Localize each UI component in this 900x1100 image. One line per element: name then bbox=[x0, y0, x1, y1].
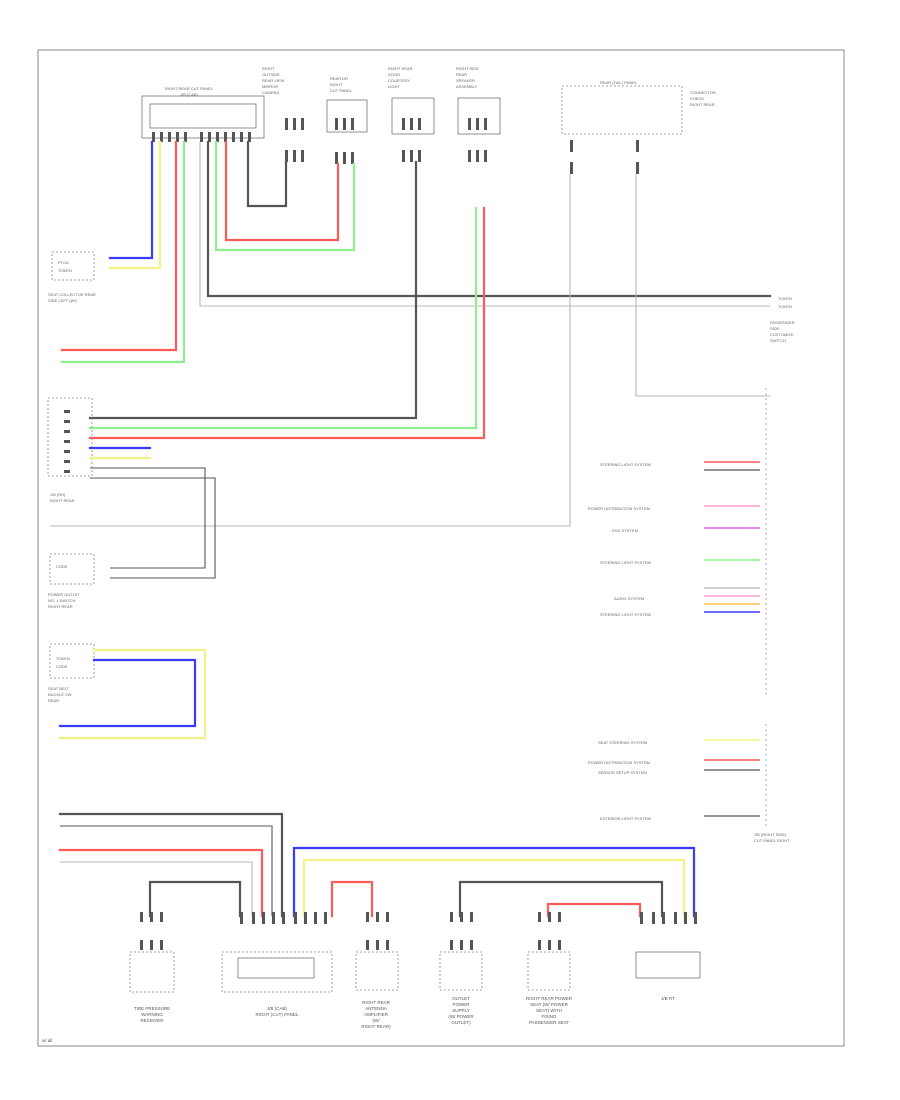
svg-text:POWER DISTRIBUTION SYSTEM: POWER DISTRIBUTION SYSTEM bbox=[588, 760, 650, 765]
jb-rt-label: J/B RT bbox=[661, 996, 675, 1001]
svg-text:J/B (CAB): J/B (CAB) bbox=[180, 92, 198, 97]
svg-text:SEAT STEERING SYSTEM: SEAT STEERING SYSTEM bbox=[598, 740, 647, 745]
power-seat-connector: RIGHT REAR POWER SEAT (W/ POWER SEAT) WI… bbox=[526, 902, 642, 1025]
left-connector-4: TOKEN CODE SEAT BELT BUCKLE SW REAR bbox=[48, 643, 95, 703]
left-connector-3: CODE POWER OUTLET NO. 1 SWITCH RIGHT REA… bbox=[48, 553, 95, 609]
jb-label-1: J/B (CAB) bbox=[267, 1006, 288, 1011]
jb-rt-connector: J/B RT bbox=[635, 912, 701, 1001]
right-rear-antenna-connector: RIGHT REAR ANTENNA AMPLIFIER (W/ RIGHT R… bbox=[330, 880, 399, 1029]
svg-text:CUT PANEL: CUT PANEL bbox=[330, 88, 353, 93]
seat-label-2: SEAT (W/ POWER bbox=[530, 1002, 569, 1007]
svg-text:STEERING LIGHT SYSTEM: STEERING LIGHT SYSTEM bbox=[600, 462, 651, 467]
svg-text:CONNECTOR: CONNECTOR bbox=[690, 90, 716, 95]
svg-text:AUDIO SYSTEM: AUDIO SYSTEM bbox=[614, 596, 644, 601]
antenna-label-5: RIGHT REAR) bbox=[361, 1024, 391, 1029]
outlet-label-5: OUTLET) bbox=[451, 1020, 471, 1025]
top-right-module: REAR (TAIL) PANEL CONNECTOR CHECK RIGHT … bbox=[561, 80, 716, 174]
svg-text:J/B (RH): J/B (RH) bbox=[50, 492, 66, 497]
svg-text:POWER OUTLET: POWER OUTLET bbox=[48, 592, 81, 597]
outlet-label-2: POWER bbox=[452, 1002, 470, 1007]
svg-text:POWER DISTRIBUTION SYSTEM: POWER DISTRIBUTION SYSTEM bbox=[588, 506, 650, 511]
seat-label-3: SEAT) WITH bbox=[536, 1008, 562, 1013]
svg-text:LIGHT: LIGHT bbox=[388, 84, 400, 89]
svg-text:EXTERIOR LIGHT SYSTEM: EXTERIOR LIGHT SYSTEM bbox=[600, 816, 651, 821]
svg-text:SWITCH: SWITCH bbox=[770, 338, 786, 343]
svg-text:CODE: CODE bbox=[56, 664, 68, 669]
svg-text:SIDE: SIDE bbox=[770, 326, 780, 331]
jb-label-2: RIGHT (CUT) PANEL bbox=[255, 1012, 299, 1017]
svg-text:CAMERA: CAMERA bbox=[262, 90, 279, 95]
antenna-label-2: ANTENNA bbox=[365, 1006, 387, 1011]
footer-label: w/ all bbox=[42, 1038, 52, 1043]
svg-text:RIGHT REAR: RIGHT REAR bbox=[50, 498, 75, 503]
svg-text:CODE: CODE bbox=[56, 564, 68, 569]
svg-text:REAR DR: REAR DR bbox=[330, 76, 348, 81]
top-connector-3: REAR DR RIGHT CUT PANEL bbox=[326, 76, 368, 164]
svg-text:CHECK: CHECK bbox=[690, 96, 704, 101]
right-column-connector: J/B (RIGHT SIDE) CUT PANEL RIGHT bbox=[754, 388, 790, 843]
svg-text:TOKEN: TOKEN bbox=[58, 268, 72, 273]
svg-text:REAR: REAR bbox=[48, 698, 59, 703]
svg-text:ASSEMBLY: ASSEMBLY bbox=[456, 84, 478, 89]
jb-bottom-connector: J/B (CAB) RIGHT (CUT) PANEL bbox=[221, 912, 333, 1017]
svg-text:RIGHT REAR: RIGHT REAR bbox=[388, 66, 413, 71]
seat-label-1: RIGHT REAR POWER bbox=[526, 996, 573, 1001]
svg-text:RIGHT REAR: RIGHT REAR bbox=[48, 604, 73, 609]
svg-text:RIGHT REAR CUT PANEL: RIGHT REAR CUT PANEL bbox=[165, 86, 214, 91]
svg-text:J/B (RIGHT SIDE): J/B (RIGHT SIDE) bbox=[754, 832, 787, 837]
antenna-label-4: (W/ bbox=[373, 1018, 381, 1023]
antenna-label-1: RIGHT REAR bbox=[362, 1000, 390, 1005]
seat-label-4: FIXING bbox=[541, 1014, 557, 1019]
outlet-label-1: OUTLET bbox=[452, 996, 470, 1001]
svg-text:TOKEN: TOKEN bbox=[56, 656, 70, 661]
outlet-label-3: SUPPLY bbox=[452, 1008, 469, 1013]
svg-text:SPEAKER: SPEAKER bbox=[456, 78, 475, 83]
tire-pressure-connector: TIRE PRESSURE WARNING RECEIVER bbox=[129, 880, 242, 1023]
svg-text:TOKEN: TOKEN bbox=[778, 304, 792, 309]
svg-text:DVD SYSTEM: DVD SYSTEM bbox=[612, 528, 638, 533]
svg-text:NO. 1 SWITCH: NO. 1 SWITCH bbox=[48, 598, 75, 603]
top-connector-4: RIGHT REAR DOOR COURTESY LIGHT bbox=[388, 66, 435, 162]
right-signals: STEERING LIGHT SYSTEM POWER DISTRIBUTION… bbox=[588, 461, 760, 821]
svg-text:RIGHT SIDE: RIGHT SIDE bbox=[456, 66, 479, 71]
svg-text:SEAT COLLECTOR REAR: SEAT COLLECTOR REAR bbox=[48, 292, 96, 297]
outlet-connector: OUTLET POWER SUPPLY (W/ POWER OUTLET) bbox=[439, 880, 664, 1025]
svg-text:PTOA: PTOA bbox=[58, 260, 69, 265]
svg-text:STEERING LIGHT SYSTEM: STEERING LIGHT SYSTEM bbox=[600, 612, 651, 617]
svg-text:REAR (TAIL) PANEL: REAR (TAIL) PANEL bbox=[600, 80, 638, 85]
antenna-label-3: AMPLIFIER bbox=[364, 1012, 389, 1017]
svg-text:COURTESY: COURTESY bbox=[388, 78, 410, 83]
svg-text:PASSENGER: PASSENGER bbox=[770, 320, 795, 325]
svg-text:REAR: REAR bbox=[456, 72, 467, 77]
outlet-label-4: (W/ POWER bbox=[448, 1014, 474, 1019]
svg-text:CUT PANEL RIGHT: CUT PANEL RIGHT bbox=[754, 838, 790, 843]
tire-pressure-label-2: WARNING bbox=[141, 1012, 163, 1017]
tire-pressure-label-1: TIRE PRESSURE bbox=[134, 1006, 170, 1011]
svg-text:BUCKLE SW: BUCKLE SW bbox=[48, 692, 72, 697]
right-module-labels: TOKEN TOKEN PASSENGER SIDE CUSTOMIZE SWI… bbox=[770, 296, 795, 343]
svg-text:OUTSIDE: OUTSIDE bbox=[262, 72, 280, 77]
diagram-frame bbox=[37, 49, 845, 1047]
top-connector-5: RIGHT SIDE REAR SPEAKER ASSEMBLY bbox=[456, 66, 501, 162]
svg-text:RIGHT REAR: RIGHT REAR bbox=[690, 102, 715, 107]
left-connector-1: PTOA TOKEN SEAT COLLECTOR REAR SIDE LEFT… bbox=[48, 251, 96, 303]
svg-text:RIGHT: RIGHT bbox=[330, 82, 343, 87]
left-middle-connector: J/B (RH) RIGHT REAR bbox=[47, 397, 93, 503]
svg-text:SENSOR SETUP SYSTEM: SENSOR SETUP SYSTEM bbox=[598, 770, 647, 775]
svg-text:MIRROR: MIRROR bbox=[262, 84, 278, 89]
svg-text:STEERING LIGHT SYSTEM: STEERING LIGHT SYSTEM bbox=[600, 560, 651, 565]
svg-text:DOOR: DOOR bbox=[388, 72, 400, 77]
svg-text:REAR VIEW: REAR VIEW bbox=[262, 78, 285, 83]
svg-text:SIDE LEFT (W/): SIDE LEFT (W/) bbox=[48, 298, 77, 303]
svg-text:TOKEN: TOKEN bbox=[778, 296, 792, 301]
tire-pressure-label-3: RECEIVER bbox=[140, 1018, 164, 1023]
svg-text:CUSTOMIZE: CUSTOMIZE bbox=[770, 332, 794, 337]
svg-text:RIGHT: RIGHT bbox=[262, 66, 275, 71]
top-connector-2: RIGHT OUTSIDE REAR VIEW MIRROR CAMERA bbox=[262, 66, 304, 162]
svg-text:SEAT BELT: SEAT BELT bbox=[48, 686, 69, 691]
top-left-connector: RIGHT REAR CUT PANEL J/B (CAB) bbox=[141, 86, 265, 142]
seat-label-5: PASSENGER SEAT bbox=[529, 1020, 570, 1025]
